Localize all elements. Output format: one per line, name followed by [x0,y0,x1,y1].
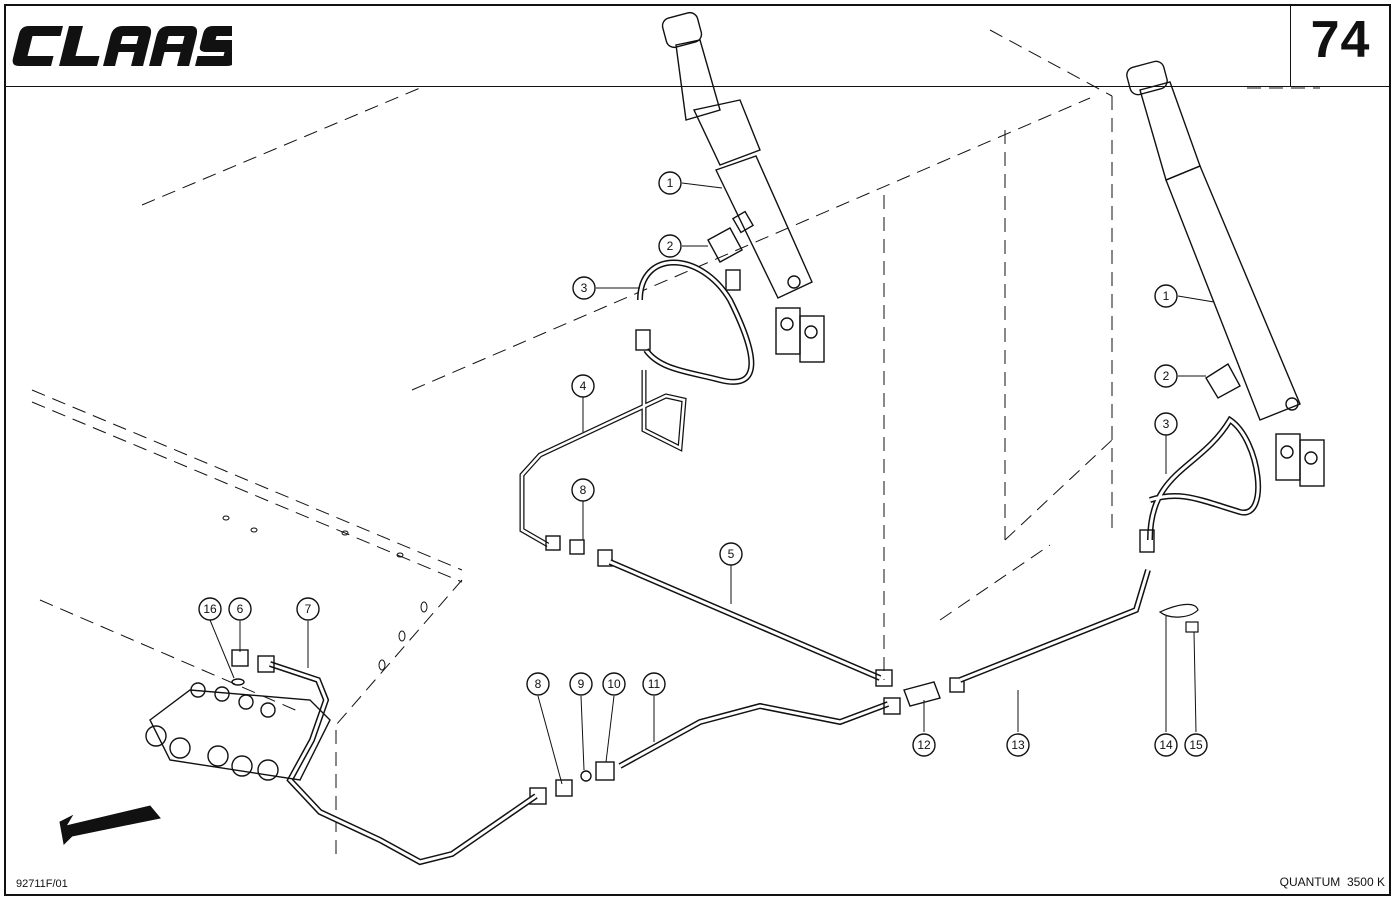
callout-16: 16 [198,597,222,621]
callout-label: 4 [580,379,587,393]
callout-label: 8 [580,483,587,497]
callout-label: 8 [535,677,542,691]
callout-12: 12 [912,733,936,757]
callout-label: 6 [237,602,244,616]
callout-label: 9 [578,677,585,691]
callout-11: 11 [642,672,666,696]
model-label: QUANTUM 3500 K [1279,875,1385,889]
callout-label: 3 [581,281,588,295]
callout-label: 10 [607,677,621,691]
callout-label: 1 [667,176,674,190]
callout-9: 9 [569,672,593,696]
claas-logo [12,26,232,66]
callout-label: 1 [1163,289,1170,303]
page-number: 74 [1310,11,1371,69]
pipe-7 [269,661,538,866]
plate-holes [222,515,428,671]
page-number-box [1290,4,1391,86]
callout-label: 3 [1163,417,1170,431]
callout-label: 2 [667,239,674,253]
hydraulic-cylinder-right [1126,60,1325,553]
header-rule [4,86,1391,87]
callout-14: 14 [1154,733,1178,757]
drawing-frame [4,4,1391,896]
pipe-4 [519,370,687,548]
hydraulic-cylinder-left [635,11,825,385]
callout-label: 5 [728,547,735,561]
callout-6: 6 [228,597,252,621]
callout-label: 7 [305,602,312,616]
callout-15: 15 [1184,733,1208,757]
callout-8-top: 8 [571,478,595,502]
callout-label: 2 [1163,369,1170,383]
tee-fitting-12 [903,681,941,707]
callout-3-left: 3 [572,276,596,300]
callout-5: 5 [719,542,743,566]
callout-1-right: 1 [1154,284,1178,308]
bolt-15 [1185,621,1199,633]
callout-label: 13 [1011,738,1025,752]
callout-label: 12 [917,738,931,752]
pipe-11 [618,701,890,769]
control-valve-block [145,649,331,781]
callout-10: 10 [602,672,626,696]
clip-14 [1158,603,1199,618]
machine-outline [31,29,1320,860]
callout-2-right: 2 [1154,364,1178,388]
callout-2-left: 2 [658,234,682,258]
callout-3-right: 3 [1154,412,1178,436]
callout-label: 14 [1159,738,1173,752]
callout-1-left: 1 [658,171,682,195]
drawing-id: 92711F/01 [16,878,68,890]
callout-13: 13 [1006,733,1030,757]
callout-4: 4 [571,374,595,398]
direction-arrow-icon [59,805,161,846]
pipe-13 [958,569,1151,683]
callout-label: 11 [648,677,661,691]
callout-label: 15 [1189,738,1203,752]
callout-7: 7 [296,597,320,621]
callout-label: 16 [203,602,217,616]
callout-8-bottom: 8 [526,672,550,696]
